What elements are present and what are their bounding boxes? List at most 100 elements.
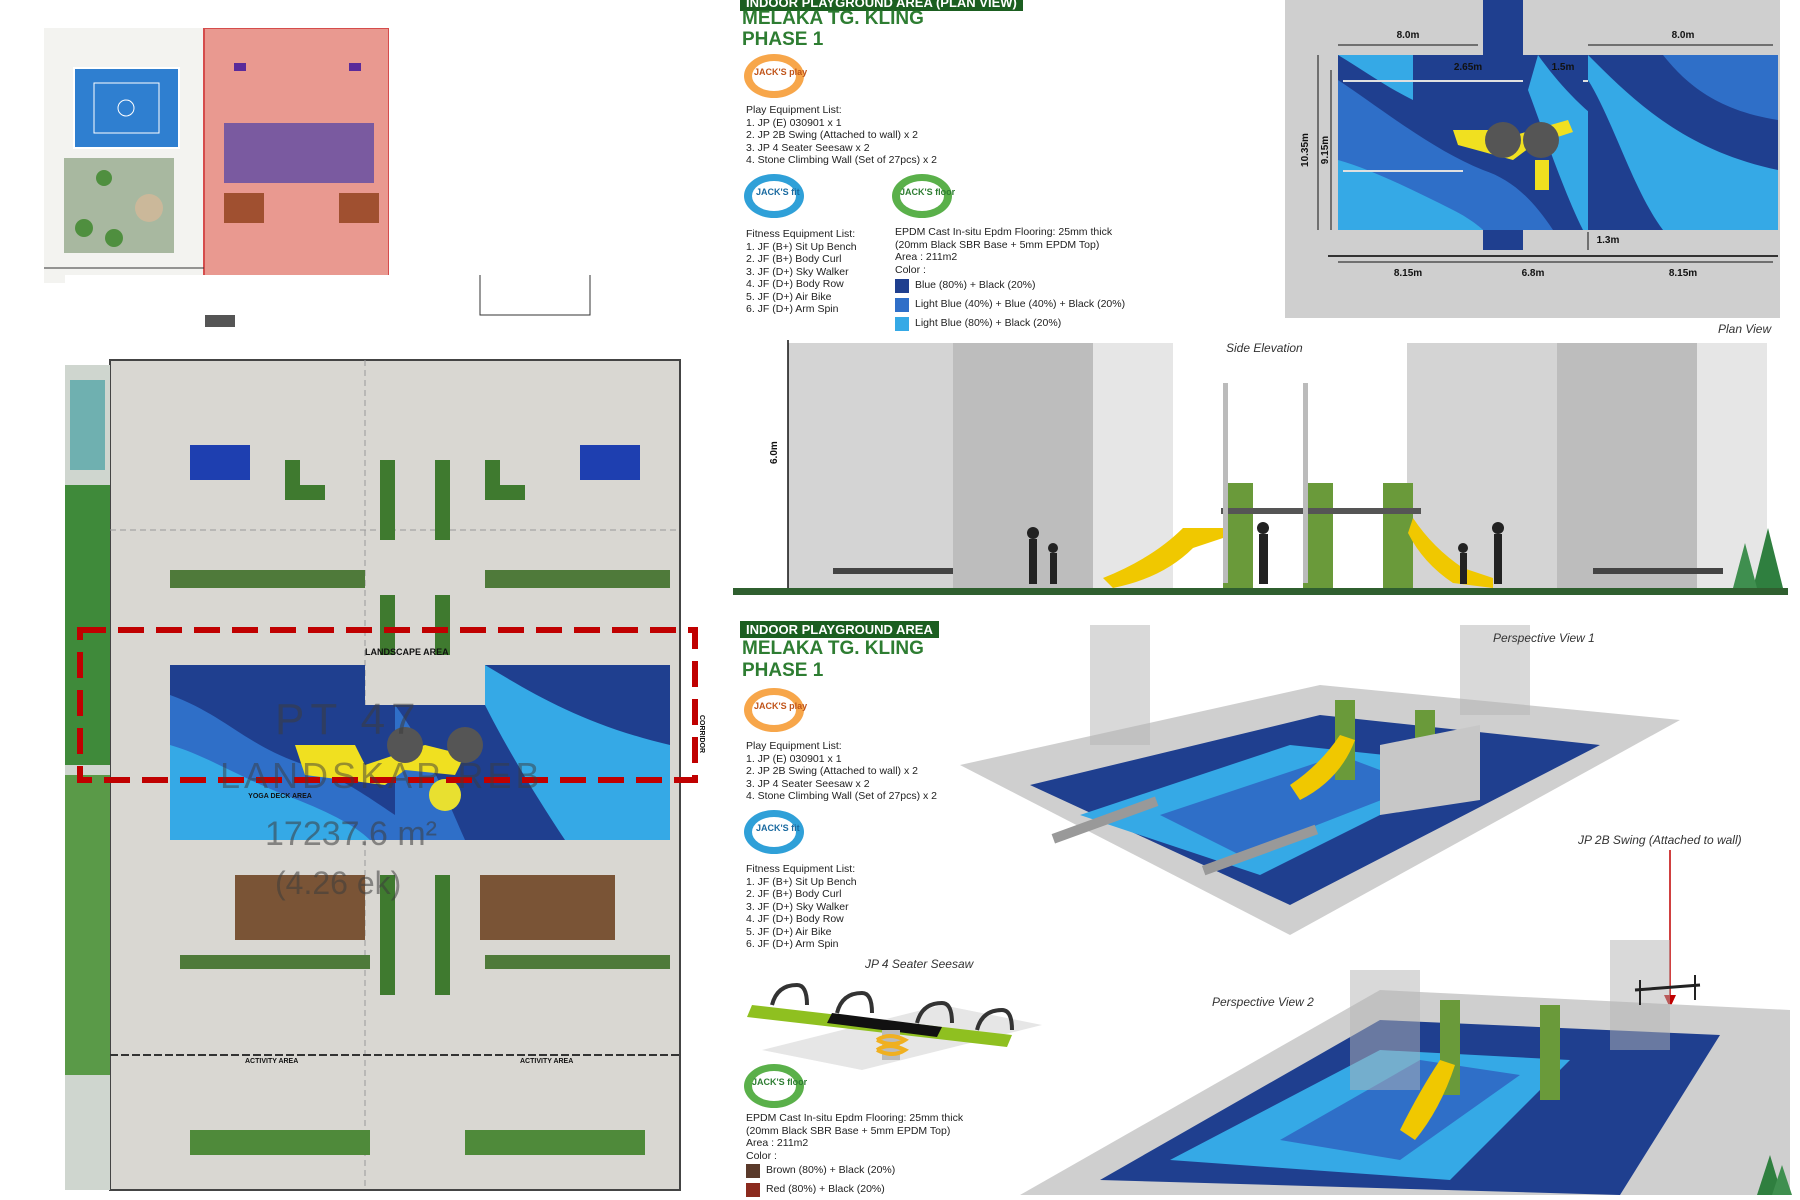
dim-bottom-left: 8.15m	[1394, 268, 1422, 279]
fitness-equipment-item: 4. JF (D+) Body Row	[746, 913, 844, 925]
flooring-spec-line: Color :	[746, 1149, 777, 1162]
landscape-area-label: LANDSCAPE AREA	[365, 647, 449, 657]
side-elevation: Side Elevation 6.0m	[733, 338, 1788, 600]
color-legend-label: Blue (80%) + Black (20%)	[915, 279, 1036, 292]
flooring-spec-1: EPDM Cast In-situ Epdm Flooring: 25mm th…	[895, 226, 1125, 333]
site-plan: LANDSCAPE AREA YOGA DECK AREA ACTIVITY A…	[65, 244, 730, 1195]
key-plan-drawing	[44, 27, 390, 283]
play-equipment-item: 3. JP 4 Seater Seesaw x 2	[746, 141, 870, 154]
jacks-floor-logo-1: JACK'S floor	[890, 172, 956, 220]
play-equipment-title: Play Equipment List:	[746, 740, 842, 752]
fitness-equipment-title: Fitness Equipment List:	[746, 863, 856, 875]
jacks-floor-logo-text-2: JACK'S floor	[752, 1077, 808, 1087]
fitness-equipment-list-2: Fitness Equipment List: 1. JF (B+) Sit U…	[746, 863, 857, 951]
color-legend-label: Red (80%) + Black (20%)	[766, 1183, 885, 1196]
color-legend-label: Brown (80%) + Black (20%)	[766, 1164, 896, 1177]
flooring-spec-line: Color :	[895, 263, 926, 276]
side-elevation-caption: Side Elevation	[1226, 341, 1303, 355]
activity-area-right: ACTIVITY AREA	[520, 1058, 574, 1065]
flooring-spec-line: (20mm Black SBR Base + 5mm EPDM Top)	[746, 1124, 951, 1137]
seesaw-caption: JP 4 Seater Seesaw	[865, 957, 974, 971]
project-phase-1: PHASE 1	[742, 29, 824, 50]
elevation-height-label: 6.0m	[769, 441, 780, 464]
flooring-spec-line: EPDM Cast In-situ Epdm Flooring: 25mm th…	[895, 226, 1113, 238]
side-elevation-drawing	[733, 340, 1788, 595]
flooring-spec-line: EPDM Cast In-situ Epdm Flooring: 25mm th…	[746, 1112, 964, 1124]
play-equipment-item: 1. JP (E) 030901 x 1	[746, 116, 842, 129]
play-equipment-item: 3. JP 4 Seater Seesaw x 2	[746, 777, 870, 790]
perspective-view-1: Perspective View 1	[960, 615, 1680, 935]
plan-view-caption: Plan View	[1718, 322, 1772, 336]
tree-icon	[1757, 1155, 1792, 1195]
seesaw-illustration	[742, 965, 1042, 1075]
header-banner-plan: INDOOR PLAYGROUND AREA (PLAN VIEW)	[740, 0, 1023, 11]
fitness-equipment-item: 1. JF (B+) Sit Up Bench	[746, 875, 857, 888]
plan-view-drawing	[1285, 0, 1780, 318]
color-legend-row: Light Blue (40%) + Blue (40%) + Black (2…	[895, 295, 1125, 314]
color-legend-row: Brown (80%) + Black (20%)	[746, 1161, 895, 1180]
fitness-equipment-item: 5. JF (D+) Air Bike	[746, 290, 832, 303]
dim-mid-right: 1.5m	[1552, 62, 1575, 73]
lot-acre-label: (4.26 ek)	[275, 865, 402, 901]
flooring-spec-2: EPDM Cast In-situ Epdm Flooring: 25mm th…	[746, 1112, 963, 1162]
project-title-2: MELAKA TG. KLING	[742, 638, 924, 659]
color-legend-row: Red (80%) + Black (20%)	[746, 1180, 895, 1199]
fitness-equipment-item: 6. JF (D+) Arm Spin	[746, 938, 839, 950]
dim-bottom-right: 8.15m	[1669, 268, 1697, 279]
fitness-equipment-list-1: Fitness Equipment List: 1. JF (B+) Sit U…	[746, 228, 857, 316]
jacks-fit-logo-2: JACK'S fit	[742, 808, 808, 856]
fitness-equipment-item: 2. JF (B+) Body Curl	[746, 253, 842, 265]
lot-label: PT 47	[275, 695, 422, 744]
project-phase-2: PHASE 1	[742, 660, 824, 681]
plan-view: 8.0m 8.0m 2.65m 1.5m 10.35m 9.15m 8.15m …	[1283, 0, 1783, 318]
jacks-fit-logo-1: JACK'S fit	[742, 172, 808, 220]
perspective-view-2: Perspective View 2	[1020, 880, 1790, 1195]
flooring-spec-line: (20mm Black SBR Base + 5mm EPDM Top)	[895, 238, 1100, 251]
perspective-view-1-drawing	[960, 625, 1680, 935]
dim-height-outer: 10.35m	[1300, 133, 1311, 167]
play-equipment-title: Play Equipment List:	[746, 104, 842, 116]
fitness-equipment-item: 1. JF (B+) Sit Up Bench	[746, 240, 857, 253]
key-plan	[44, 27, 390, 283]
play-equipment-item: 2. JP 2B Swing (Attached to wall) x 2	[746, 129, 918, 141]
dim-bottom-mid: 6.8m	[1522, 268, 1545, 279]
fitness-equipment-item: 5. JF (D+) Air Bike	[746, 925, 832, 938]
flooring-spec-line: Area : 211m2	[895, 251, 958, 263]
dim-height-inner: 9.15m	[1320, 136, 1331, 164]
color-legend-row: Light Blue (80%) + Black (20%)	[895, 314, 1125, 333]
fitness-equipment-title: Fitness Equipment List:	[746, 228, 856, 240]
color-legend-label: Light Blue (80%) + Black (20%)	[915, 317, 1062, 330]
jacks-fit-logo-text-1: JACK'S fit	[756, 187, 800, 197]
jacks-fit-logo-text-2: JACK'S fit	[756, 823, 800, 833]
color-swatch	[895, 297, 909, 312]
dim-top-right: 8.0m	[1672, 30, 1695, 41]
fitness-equipment-item: 3. JF (D+) Sky Walker	[746, 265, 849, 278]
play-equipment-item: 4. Stone Climbing Wall (Set of 27pcs) x …	[746, 790, 938, 802]
jacks-floor-logo-2: JACK'S floor	[742, 1062, 808, 1110]
dim-step: 1.3m	[1597, 235, 1620, 246]
play-equipment-item: 1. JP (E) 030901 x 1	[746, 752, 842, 765]
dim-mid-left: 2.65m	[1454, 62, 1482, 73]
play-equipment-item: 4. Stone Climbing Wall (Set of 27pcs) x …	[746, 154, 938, 166]
yoga-deck-label: YOGA DECK AREA	[248, 793, 312, 800]
jacks-play-logo-2: JACK'S play	[742, 686, 808, 734]
color-legend-label: Light Blue (40%) + Blue (40%) + Black (2…	[915, 298, 1126, 311]
lot-area-label: 17237.6 m²	[265, 815, 437, 853]
fitness-equipment-item: 3. JF (D+) Sky Walker	[746, 900, 849, 913]
project-title-1: MELAKA TG. KLING	[742, 8, 924, 29]
perspective-view-1-caption: Perspective View 1	[1493, 631, 1595, 645]
jacks-play-logo-1: JACK'S play	[742, 52, 808, 100]
jacks-floor-logo-text-1: JACK'S floor	[900, 187, 956, 197]
color-legend-bottom: Brown (80%) + Black (20%) Red (80%) + Bl…	[746, 1161, 895, 1199]
flooring-spec-line: Area : 211m2	[746, 1137, 809, 1149]
plan-view-dimensions: 8.0m 8.0m 2.65m 1.5m 10.35m 9.15m 8.15m …	[1300, 30, 1697, 279]
fitness-equipment-item: 6. JF (D+) Arm Spin	[746, 303, 839, 315]
header-banner-area: INDOOR PLAYGROUND AREA	[740, 621, 939, 638]
color-swatch	[746, 1163, 760, 1178]
corridor-label: CORRIDOR	[698, 715, 705, 754]
perspective-view-2-drawing	[1020, 940, 1790, 1195]
lot-sub-label: LANDSKAP REB	[220, 755, 544, 796]
swing-caption: JP 2B Swing (Attached to wall)	[1578, 833, 1742, 847]
play-equipment-item: 2. JP 2B Swing (Attached to wall) x 2	[746, 765, 918, 777]
fitness-equipment-item: 4. JF (D+) Body Row	[746, 278, 844, 290]
